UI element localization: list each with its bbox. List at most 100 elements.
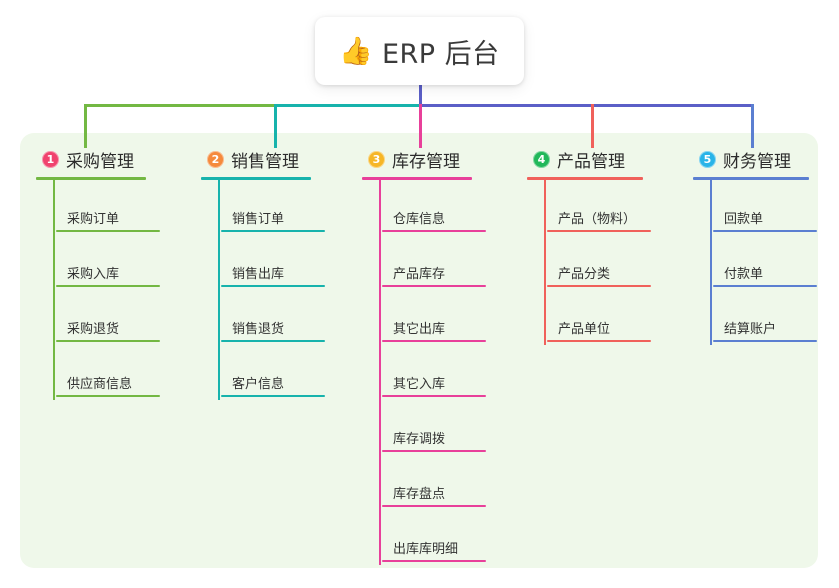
leaf-underline	[221, 230, 325, 232]
bus-segment-teal	[274, 104, 419, 107]
branch-number-badge: 2	[207, 150, 224, 168]
branch-drop-2	[274, 104, 277, 148]
leaf-underline	[56, 230, 160, 232]
leaf-item[interactable]: 客户信息	[221, 345, 351, 400]
leaf-item[interactable]: 采购退货	[56, 290, 186, 345]
leaf-item[interactable]: 库存盘点	[382, 455, 512, 510]
leaf-underline	[713, 285, 817, 287]
branch-title: 产品管理	[557, 151, 625, 172]
branch-number-badge: 1	[42, 150, 59, 168]
branch-header-5[interactable]: 5 财务管理	[693, 145, 823, 173]
leaf-item[interactable]: 产品单位	[547, 290, 687, 345]
leaf-item[interactable]: 销售出库	[221, 235, 351, 290]
branch-underline	[36, 177, 146, 180]
leaf-list: 仓库信息产品库存其它出库其它入库库存调拨库存盘点出库库明细	[362, 180, 512, 565]
branch-drop-1	[84, 104, 87, 148]
leaf-list: 产品（物料） 产品分类产品单位	[527, 180, 687, 345]
leaf-underline	[221, 395, 325, 397]
leaf-spine	[53, 180, 55, 400]
bus-segment-purple	[419, 104, 754, 107]
leaf-label: 付款单	[724, 267, 764, 282]
leaf-spine	[710, 180, 712, 345]
branch-header-1[interactable]: 1 采购管理	[36, 145, 186, 173]
leaf-item[interactable]: 回款单	[713, 180, 823, 235]
leaf-label: 产品库存	[393, 267, 446, 282]
leaf-item[interactable]: 产品（物料）	[547, 180, 687, 235]
branch-number-badge: 4	[533, 150, 550, 168]
branch-underline	[201, 177, 311, 180]
leaf-label: 采购订单	[67, 212, 120, 227]
branch-title: 采购管理	[66, 151, 134, 172]
branch-title: 财务管理	[723, 151, 791, 172]
leaf-label: 客户信息	[232, 377, 285, 392]
branch-column-4: 4 产品管理产品（物料） 产品分类产品单位	[527, 145, 687, 345]
leaf-item[interactable]: 结算账户	[713, 290, 823, 345]
branch-underline	[693, 177, 809, 180]
leaf-list: 销售订单销售出库销售退货客户信息	[201, 180, 351, 400]
leaf-label: 其它出库	[393, 322, 446, 337]
leaf-label: 库存盘点	[393, 487, 446, 502]
leaf-item[interactable]: 采购入库	[56, 235, 186, 290]
leaf-label: 产品（物料）	[558, 212, 637, 227]
leaf-label: 产品单位	[558, 322, 611, 337]
leaf-item[interactable]: 销售订单	[221, 180, 351, 235]
branch-header-3[interactable]: 3 库存管理	[362, 145, 512, 173]
leaf-label: 库存调拨	[393, 432, 446, 447]
leaf-underline	[221, 285, 325, 287]
leaf-item[interactable]: 采购订单	[56, 180, 186, 235]
leaf-item[interactable]: 供应商信息	[56, 345, 186, 400]
leaf-underline	[382, 230, 486, 232]
leaf-label: 销售退货	[232, 322, 285, 337]
leaf-underline	[547, 230, 651, 232]
leaf-label: 结算账户	[724, 322, 777, 337]
branch-drop-3	[419, 104, 422, 148]
leaf-underline	[382, 340, 486, 342]
leaf-item[interactable]: 仓库信息	[382, 180, 512, 235]
branch-column-5: 5 财务管理回款单付款单结算账户	[693, 145, 823, 345]
leaf-underline	[382, 450, 486, 452]
leaf-item[interactable]: 产品库存	[382, 235, 512, 290]
leaf-underline	[382, 505, 486, 507]
root-node[interactable]: 👍 ERP 后台	[315, 17, 524, 85]
leaf-item[interactable]: 其它入库	[382, 345, 512, 400]
leaf-label: 出库库明细	[393, 542, 459, 557]
branch-drop-4	[591, 104, 594, 148]
leaf-item[interactable]: 其它出库	[382, 290, 512, 345]
leaf-underline	[713, 230, 817, 232]
branch-column-3: 3 库存管理仓库信息产品库存其它出库其它入库库存调拨库存盘点出库库明细	[362, 145, 512, 565]
leaf-underline	[56, 340, 160, 342]
branch-number-badge: 3	[368, 150, 385, 168]
leaf-underline	[56, 395, 160, 397]
thumbs-up-icon: 👍	[339, 35, 373, 67]
branch-number-badge: 5	[699, 150, 716, 168]
leaf-label: 回款单	[724, 212, 764, 227]
leaf-item[interactable]: 付款单	[713, 235, 823, 290]
leaf-item[interactable]: 产品分类	[547, 235, 687, 290]
branch-column-2: 2 销售管理销售订单销售出库销售退货客户信息	[201, 145, 351, 400]
leaf-spine	[379, 180, 381, 565]
branch-header-4[interactable]: 4 产品管理	[527, 145, 687, 173]
leaf-item[interactable]: 库存调拨	[382, 400, 512, 455]
leaf-underline	[547, 340, 651, 342]
leaf-list: 采购订单采购入库采购退货供应商信息	[36, 180, 186, 400]
branch-title: 销售管理	[231, 151, 299, 172]
leaf-label: 销售订单	[232, 212, 285, 227]
leaf-label: 采购入库	[67, 267, 120, 282]
branch-drop-5	[751, 104, 754, 148]
bus-segment-green	[84, 104, 274, 107]
leaf-underline	[382, 395, 486, 397]
branch-title: 库存管理	[392, 151, 460, 172]
branch-header-2[interactable]: 2 销售管理	[201, 145, 351, 173]
leaf-item[interactable]: 出库库明细	[382, 510, 512, 565]
leaf-item[interactable]: 销售退货	[221, 290, 351, 345]
leaf-underline	[382, 285, 486, 287]
leaf-underline	[221, 340, 325, 342]
leaf-spine	[218, 180, 220, 400]
leaf-label: 供应商信息	[67, 377, 133, 392]
leaf-underline	[713, 340, 817, 342]
leaf-label: 产品分类	[558, 267, 611, 282]
leaf-label: 销售出库	[232, 267, 285, 282]
root-title: ERP 后台	[381, 38, 500, 70]
leaf-label: 其它入库	[393, 377, 446, 392]
